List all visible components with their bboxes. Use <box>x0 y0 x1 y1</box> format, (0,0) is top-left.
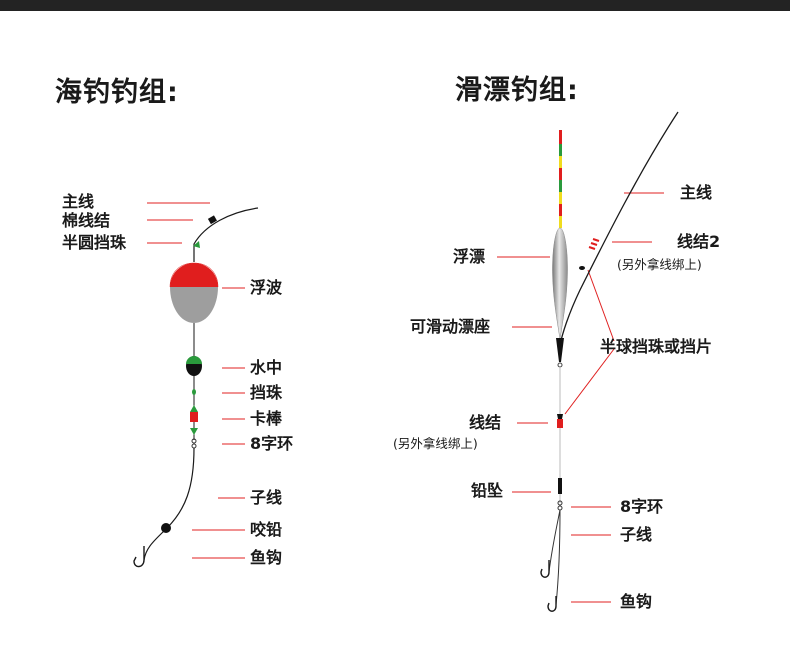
sea-water-middle-label: 水中 <box>250 358 283 377</box>
sea-rig-title: 海钓钓组: <box>55 77 179 108</box>
slip-half-bead-label: 半球挡珠或挡片 <box>600 337 713 356</box>
slip-leader-label: 子线 <box>620 525 653 544</box>
slip-slide-seat-label: 可滑动漂座 <box>410 317 491 336</box>
clip-bar-icon <box>190 405 198 412</box>
stop-bead-icon <box>192 389 196 395</box>
knot2-icon <box>588 238 600 250</box>
sea-clip-bar-label: 卡棒 <box>250 409 283 428</box>
float-antenna <box>559 130 562 144</box>
slip-knot2-label: 线结2 <box>677 232 721 251</box>
float-top <box>170 263 218 287</box>
half-bead-stop-icon <box>579 266 585 270</box>
slip-float-body <box>552 227 568 341</box>
sea-rig-leader-lines <box>147 202 245 559</box>
sea-half-bead-label: 半圆挡珠 <box>62 233 127 252</box>
sea-cotton-knot-label: 棉线结 <box>62 211 111 230</box>
sea-hook-icon <box>133 546 145 568</box>
slip-float-label: 浮漂 <box>453 247 486 266</box>
slip-swivel-label: 8字环 <box>620 497 664 516</box>
top-bar <box>0 0 790 11</box>
sea-main-line-label: 主线 <box>62 192 95 211</box>
slip-knot-note: (另外拿线绑上) <box>393 436 478 451</box>
sea-swivel-label: 8字环 <box>250 434 294 453</box>
slip-hook-label: 鱼钩 <box>620 592 653 611</box>
sea-rig-leader <box>143 447 195 561</box>
slip-rig-title: 滑漂钓组: <box>455 75 579 106</box>
slip-rig-leader-lines <box>497 192 664 603</box>
slip-rig-main-line <box>559 111 679 346</box>
sinker-icon <box>558 478 562 494</box>
float-bottom <box>170 287 218 323</box>
slip-leader-2 <box>555 509 561 606</box>
cotton-knot-icon <box>207 215 217 225</box>
slide-seat-icon <box>556 338 564 362</box>
sea-leader-label: 子线 <box>250 488 283 507</box>
sea-stop-bead-label: 挡珠 <box>250 383 283 402</box>
split-shot-icon <box>161 523 171 533</box>
sea-split-shot-label: 咬铅 <box>250 520 283 539</box>
slip-swivel-icon <box>557 500 563 506</box>
sea-hook-label: 鱼钩 <box>250 548 283 567</box>
sea-float-label: 浮波 <box>250 278 283 297</box>
slip-knot-label: 线结 <box>469 413 502 432</box>
slip-hook-1-icon <box>540 560 550 578</box>
half-bead-icon <box>193 241 200 248</box>
sea-rig-main-line <box>193 207 259 262</box>
slip-main-line-label: 主线 <box>680 183 713 202</box>
sea-rig-drawing <box>133 202 259 568</box>
swivel-icon <box>191 438 197 444</box>
slip-rig-drawing <box>497 111 679 612</box>
slip-knot2-note: (另外拿线绑上) <box>617 257 702 272</box>
slip-hook-2-icon <box>547 596 557 612</box>
slip-sinker-label: 铅坠 <box>471 481 504 500</box>
knot-icon <box>557 414 563 419</box>
slip-leader-1 <box>548 509 561 573</box>
